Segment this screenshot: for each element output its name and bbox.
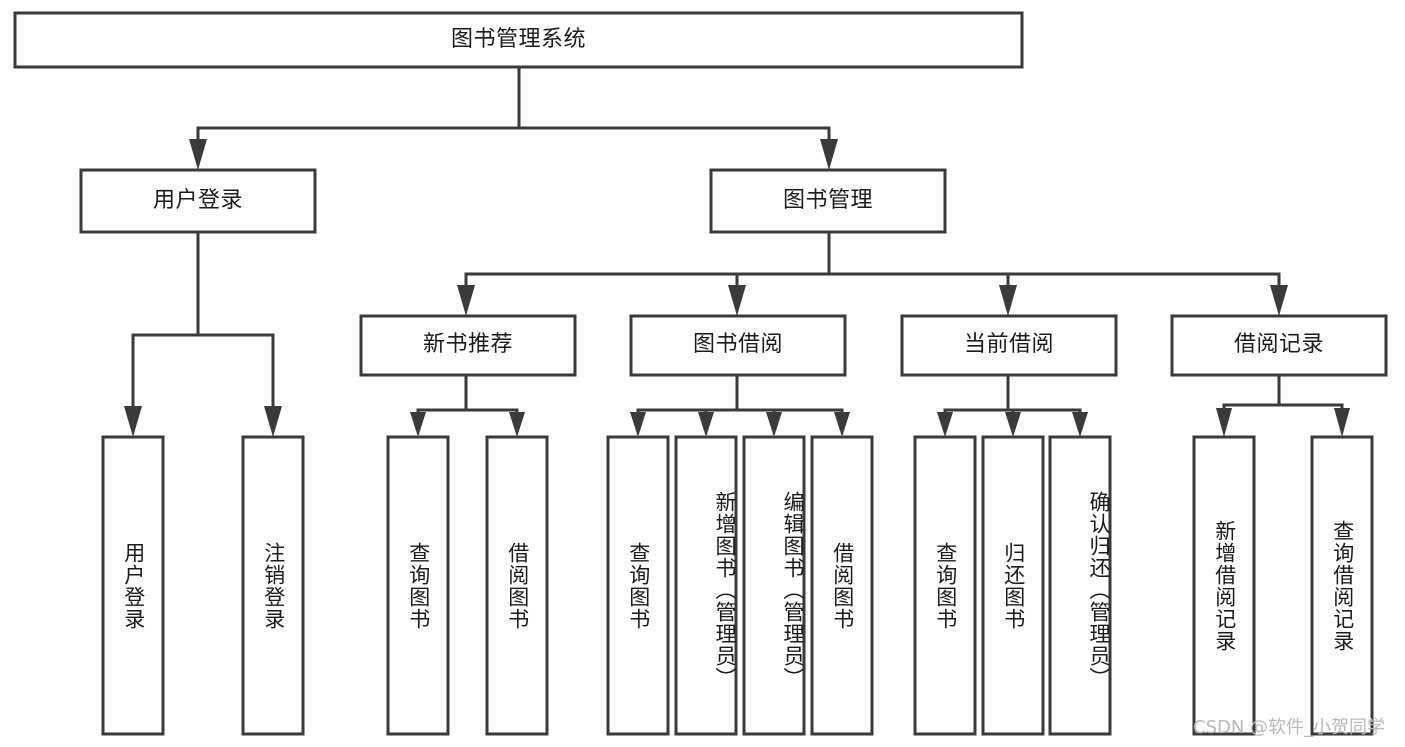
arrow-to-leaf-book-borrow-2 xyxy=(766,412,782,437)
arrow-to-new-book-recommend xyxy=(457,285,475,316)
arrow-to-leaf-current-borrow-2 xyxy=(1072,412,1088,437)
leaf-book-borrow-1[interactable] xyxy=(674,435,738,736)
arrow-to-leaf-user-login-0 xyxy=(124,406,142,437)
leaf-user-login-0[interactable] xyxy=(101,435,165,736)
arrow-to-leaf-book-borrow-0 xyxy=(630,412,646,437)
arrow-to-leaf-borrow-record-0 xyxy=(1216,408,1232,437)
arrow-to-leaf-borrow-record-1 xyxy=(1334,408,1350,437)
arrow-to-leaf-new-book-0 xyxy=(410,412,426,437)
leaf-new-book-0[interactable] xyxy=(386,435,450,736)
arrow-to-book-management xyxy=(820,139,838,170)
arrow-to-leaf-new-book-1 xyxy=(509,412,525,437)
arrow-to-borrow-record xyxy=(1270,285,1288,316)
leaf-borrow-record-1[interactable] xyxy=(1310,435,1374,736)
arrow-to-book-borrow xyxy=(728,285,746,316)
node-user-login[interactable] xyxy=(79,168,317,234)
leaf-current-borrow-1[interactable] xyxy=(981,435,1045,736)
leaf-current-borrow-2[interactable] xyxy=(1048,435,1112,736)
arrow-to-leaf-current-borrow-0 xyxy=(937,412,953,437)
arrow-to-user-login xyxy=(189,139,207,170)
leaf-book-borrow-3[interactable] xyxy=(810,435,874,736)
node-book-management[interactable] xyxy=(709,168,947,234)
node-book-borrow[interactable] xyxy=(629,314,847,377)
node-current-borrow[interactable] xyxy=(900,314,1118,377)
leaf-borrow-record-0[interactable] xyxy=(1192,435,1256,736)
leaf-book-borrow-0[interactable] xyxy=(606,435,670,736)
leaf-current-borrow-0[interactable] xyxy=(913,435,977,736)
leaf-book-borrow-2[interactable] xyxy=(742,435,806,736)
arrow-to-leaf-current-borrow-1 xyxy=(1005,412,1021,437)
leaf-new-book-1[interactable] xyxy=(485,435,549,736)
arrow-to-leaf-book-borrow-1 xyxy=(698,412,714,437)
node-root[interactable] xyxy=(13,11,1024,69)
node-borrow-record[interactable] xyxy=(1170,314,1388,377)
arrow-to-leaf-book-borrow-3 xyxy=(834,412,850,437)
arrow-to-leaf-user-login-1 xyxy=(264,406,282,437)
leaf-user-login-1[interactable] xyxy=(241,435,305,736)
node-new-book-recommend[interactable] xyxy=(359,314,577,377)
arrow-to-current-borrow xyxy=(999,285,1017,316)
